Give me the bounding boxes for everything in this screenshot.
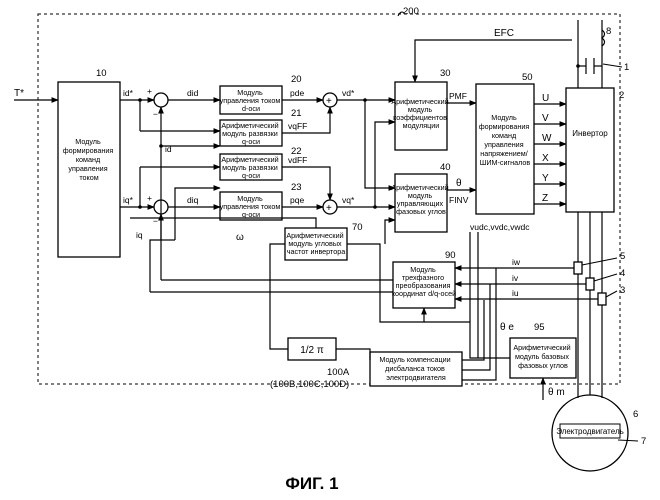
svg-text:1/2 π: 1/2 π (300, 345, 324, 356)
plus-q: + (147, 193, 152, 203)
svg-text:+: + (326, 96, 332, 107)
svg-text:5: 5 (620, 251, 625, 262)
svg-text:6: 6 (633, 409, 638, 420)
system-ref: 200 (403, 6, 419, 17)
svg-text:95: 95 (534, 322, 545, 333)
block-base-phase-angle: Арифметический модуль базовых фазовых уг… (510, 322, 576, 378)
svg-text:PMF: PMF (449, 91, 467, 101)
svg-text:EFC: EFC (494, 28, 514, 39)
svg-text:7: 7 (641, 436, 646, 447)
block-voltage-pwm-command: Модуль формирования команд управления на… (476, 72, 534, 214)
pwm-label-v: V (542, 113, 549, 124)
svg-text:pde: pde (290, 88, 304, 98)
svg-text:1: 1 (624, 62, 629, 73)
block-inverter: Инвертор 2 (566, 88, 624, 212)
svg-text:Арифметический модуль: Арифметический модуль управляющих фазовы… (391, 183, 450, 216)
figure-caption: ФИГ. 1 (285, 474, 338, 493)
pwm-label-w: W (542, 133, 552, 144)
svg-text:θ: θ (456, 178, 462, 189)
svg-text:vudc,vvdc,vwdc: vudc,vvdc,vwdc (470, 222, 530, 232)
svg-text:vqFF: vqFF (288, 121, 307, 131)
svg-text:50: 50 (522, 72, 533, 83)
svg-text:ω: ω (236, 232, 244, 243)
svg-text:3: 3 (620, 285, 625, 296)
svg-text:iu: iu (512, 288, 519, 298)
svg-text:Арифметический модуль ба: Арифметический модуль базовых фазовых уг… (513, 343, 572, 370)
svg-text:100A: 100A (327, 367, 350, 378)
pwm-output-lines (534, 104, 566, 204)
block-three-phase-dq-transform: Модуль трехфазного преобразования коорди… (392, 250, 456, 308)
svg-text:FINV: FINV (449, 195, 469, 205)
phase-wires (574, 212, 606, 398)
svg-text:30: 30 (440, 68, 451, 79)
svg-text:70: 70 (352, 222, 363, 233)
svg-text:Модуль компенсации дисба: Модуль компенсации дисбаланса токов элек… (379, 355, 452, 382)
svg-text:+: + (326, 203, 332, 214)
svg-text:iw: iw (512, 257, 521, 267)
svg-text:θ m: θ m (548, 387, 565, 398)
motor: Электродвигатель 6 7 (552, 395, 646, 471)
svg-text:Модуль формирования: Модуль формирования команд управления на… (479, 113, 531, 167)
svg-text:vd*: vd* (342, 88, 355, 98)
sum-junction-d (154, 93, 168, 107)
svg-text:T*: T* (14, 88, 24, 99)
plus-d: + (147, 86, 152, 96)
svg-text:pqe: pqe (290, 195, 304, 205)
svg-text:vq*: vq* (342, 195, 355, 205)
svg-text:iq: iq (136, 230, 143, 240)
svg-text:Инвертор: Инвертор (572, 129, 608, 138)
pwm-label-y: Y (542, 173, 549, 184)
svg-text:90: 90 (445, 250, 456, 261)
svg-text:vdFF: vdFF (288, 155, 307, 165)
svg-text:θ e: θ e (500, 322, 514, 333)
svg-text:10: 10 (96, 68, 107, 79)
svg-text:40: 40 (440, 162, 451, 173)
svg-text:diq: diq (187, 195, 199, 205)
svg-text:(100B,100C,100D): (100B,100C,100D) (270, 379, 349, 390)
block-one-over-two-pi: 1/2 π (288, 338, 336, 360)
svg-text:23: 23 (291, 182, 302, 193)
svg-text:id*: id* (123, 88, 134, 98)
block-inverter-angular-frequency: Арифметический модуль угловых частот инв… (285, 222, 363, 260)
block-modulation-coefficient: Арифметический модуль коэффициентов моду… (391, 68, 450, 150)
svg-text:Электродвигатель: Электродвигатель (556, 427, 624, 436)
pwm-label-z: Z (542, 193, 548, 204)
svg-text:Арифметический модуль уг: Арифметический модуль угловых частот инв… (286, 231, 345, 256)
pwm-label-u: U (542, 93, 549, 104)
dc-link: 8 1 (576, 20, 629, 88)
block-current-command: Модуль формирования команд управления то… (58, 68, 120, 257)
minus-d: − (153, 109, 158, 119)
svg-text:4: 4 (620, 268, 625, 279)
svg-text:iv: iv (512, 273, 519, 283)
svg-text:21: 21 (291, 108, 302, 119)
svg-text:iq*: iq* (123, 195, 134, 205)
svg-text:did: did (187, 88, 199, 98)
block-control-phase-angle: Арифметический модуль управляющих фазовы… (391, 162, 450, 232)
svg-text:20: 20 (291, 74, 302, 85)
svg-text:2: 2 (619, 90, 624, 101)
svg-text:8: 8 (606, 26, 611, 37)
pwm-label-x: X (542, 153, 549, 164)
